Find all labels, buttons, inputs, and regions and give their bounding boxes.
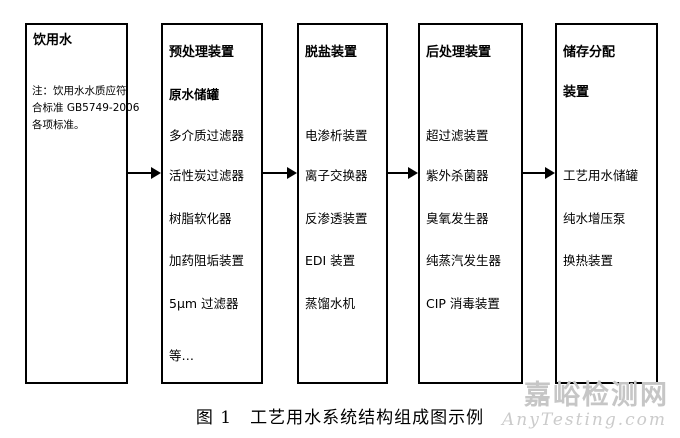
box-item: 蒸馏水机 <box>305 296 356 311</box>
arrow-shaft <box>263 172 289 174</box>
box-item: 等… <box>169 348 195 363</box>
watermark-site-url: AnyTesting.com <box>501 410 667 430</box>
arrow-head-icon <box>287 167 297 179</box>
box-item: 超过滤装置 <box>426 128 489 143</box>
arrow-head-icon <box>151 167 161 179</box>
figure-caption: 图 1 工艺用水系统结构组成图示例 <box>195 408 485 428</box>
flow-arrow <box>128 167 161 180</box>
flow-arrow <box>263 167 297 180</box>
flow-arrow <box>388 167 418 180</box>
box-desalination: 脱盐装置 电渗析装置 离子交换器 反渗透装置 EDI 装置 蒸馏水机 <box>297 23 388 384</box>
arrow-shaft <box>523 172 547 174</box>
note-line: 合标准 GB5749-2006 <box>32 102 140 114</box>
box-item: 纯水增压泵 <box>563 211 626 226</box>
box-item: 工艺用水储罐 <box>563 168 639 183</box>
arrow-shaft <box>388 172 410 174</box>
box-title: 饮用水 <box>33 33 73 48</box>
box-storage-distribution: 储存分配 装置 工艺用水储罐 纯水增压泵 换热装置 <box>555 23 658 384</box>
box-drinking-water: 饮用水 注：饮用水水质应符 合标准 GB5749-2006 各项标准。 <box>25 23 139 384</box>
note-line: 各项标准。 <box>32 119 85 131</box>
box-item: 臭氧发生器 <box>426 211 489 226</box>
flow-arrow <box>523 167 555 180</box>
arrow-shaft <box>128 172 153 174</box>
note-line: 注：饮用水水质应符 <box>32 85 127 97</box>
box-item: 反渗透装置 <box>305 211 368 226</box>
box-title: 储存分配 <box>563 45 616 60</box>
box-item: 离子交换器 <box>305 168 368 183</box>
box-pretreatment: 预处理装置 原水储罐 多介质过滤器 活性炭过滤器 树脂软化器 加药阻垢装置 5μ… <box>161 23 263 384</box>
box-title: 后处理装置 <box>426 45 492 60</box>
box-title-line2: 装置 <box>563 85 590 100</box>
box-title: 预处理装置 <box>169 45 235 60</box>
box-item: 树脂软化器 <box>169 211 232 226</box>
watermark-site-name: 嘉峪检测网 <box>524 380 669 411</box>
box-item: 紫外杀菌器 <box>426 168 489 183</box>
box-item: 加药阻垢装置 <box>169 253 245 268</box>
box-post-treatment: 后处理装置 超过滤装置 紫外杀菌器 臭氧发生器 纯蒸汽发生器 CIP 消毒装置 <box>418 23 523 384</box>
arrow-head-icon <box>545 167 555 179</box>
box-item: 换热装置 <box>563 253 614 268</box>
box-item: EDI 装置 <box>305 253 356 268</box>
arrow-head-icon <box>408 167 418 179</box>
box-item: CIP 消毒装置 <box>426 296 500 311</box>
box-item: 电渗析装置 <box>305 128 368 143</box>
box-title: 脱盐装置 <box>305 45 358 60</box>
box-item: 5μm 过滤器 <box>169 296 239 311</box>
box-item: 纯蒸汽发生器 <box>426 253 502 268</box>
box-subtitle: 原水储罐 <box>169 87 220 102</box>
box-item: 多介质过滤器 <box>169 128 245 143</box>
note: 注：饮用水水质应符 合标准 GB5749-2006 各项标准。 <box>32 83 139 134</box>
box-item: 活性炭过滤器 <box>169 168 245 183</box>
